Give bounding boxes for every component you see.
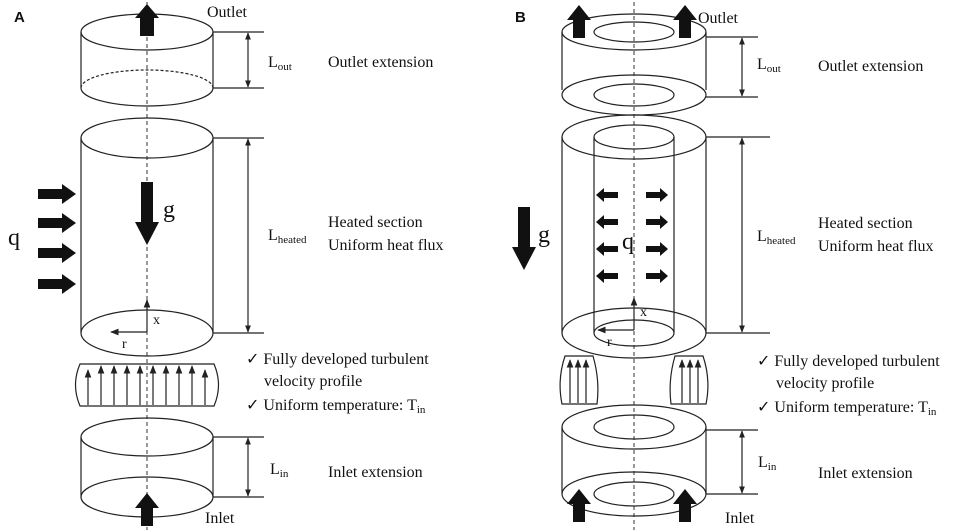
b-outlet-extension-label: Outlet extension (818, 58, 923, 75)
b-inlet-arrow-left-icon (567, 489, 591, 522)
b-velocity-profile (559, 355, 709, 405)
a-lout-label: Lout (268, 54, 292, 73)
a-gravity-arrow-icon (135, 182, 159, 245)
b-g-label: g (538, 222, 550, 248)
b-inlet-extension-label: Inlet extension (818, 465, 913, 482)
b-inlet-label: Inlet (725, 510, 755, 527)
a-note-turbulent: ✓ Fully developed turbulent (246, 351, 429, 368)
a-outlet-arrow-icon (135, 4, 159, 36)
b-outlet-arrow-right-icon (673, 5, 697, 38)
panel-b-letter: B (515, 9, 526, 26)
a-r-axis-label: r (122, 337, 127, 352)
b-r-axis-label: r (607, 335, 612, 350)
b-heated-section-label: Heated section (818, 215, 913, 232)
a-inlet-extension-label: Inlet extension (328, 464, 423, 481)
panel-a: A Outlet Lout Outlet extension g (8, 2, 444, 530)
a-x-axis-label: x (153, 313, 160, 328)
a-g-label: g (163, 197, 175, 223)
a-uniform-heat-flux-label: Uniform heat flux (328, 237, 444, 254)
b-lout-label: Lout (757, 56, 781, 75)
a-lin-label: Lin (270, 461, 289, 480)
b-lheated-label: Lheated (757, 228, 796, 247)
b-outlet-arrow-left-icon (567, 5, 591, 38)
a-inlet-arrow-icon (135, 493, 159, 526)
a-velocity-profile (74, 363, 220, 407)
b-uniform-heat-flux-label: Uniform heat flux (818, 238, 934, 255)
b-note-turbulent: ✓ Fully developed turbulent (757, 353, 940, 370)
b-outlet-label: Outlet (698, 10, 739, 27)
b-gravity-arrow-icon (512, 207, 536, 270)
a-lheated-label: Lheated (268, 227, 307, 246)
b-lin-label: Lin (758, 454, 777, 473)
b-inlet-arrow-right-icon (673, 489, 697, 522)
a-outlet-label: Outlet (207, 4, 248, 21)
b-q-label: q (622, 229, 634, 255)
a-note-velocity-profile: velocity profile (264, 373, 362, 390)
b-note-velocity-profile: velocity profile (776, 375, 874, 392)
a-inlet-label: Inlet (205, 510, 235, 527)
b-x-axis-label: x (640, 305, 647, 320)
a-heated-section-label: Heated section (328, 214, 423, 231)
panel-b: B Outlet Lout Outlet extension (512, 2, 940, 530)
a-q-label: q (8, 225, 20, 251)
panel-a-letter: A (14, 9, 25, 26)
a-outlet-extension-label: Outlet extension (328, 54, 433, 71)
a-note-uniform-temp: ✓ Uniform temperature: Tin (246, 397, 426, 416)
b-note-uniform-temp: ✓ Uniform temperature: Tin (757, 399, 937, 418)
b-heat-flux-arrows-icon (596, 188, 668, 283)
a-heat-flux-arrows-icon (38, 184, 76, 294)
